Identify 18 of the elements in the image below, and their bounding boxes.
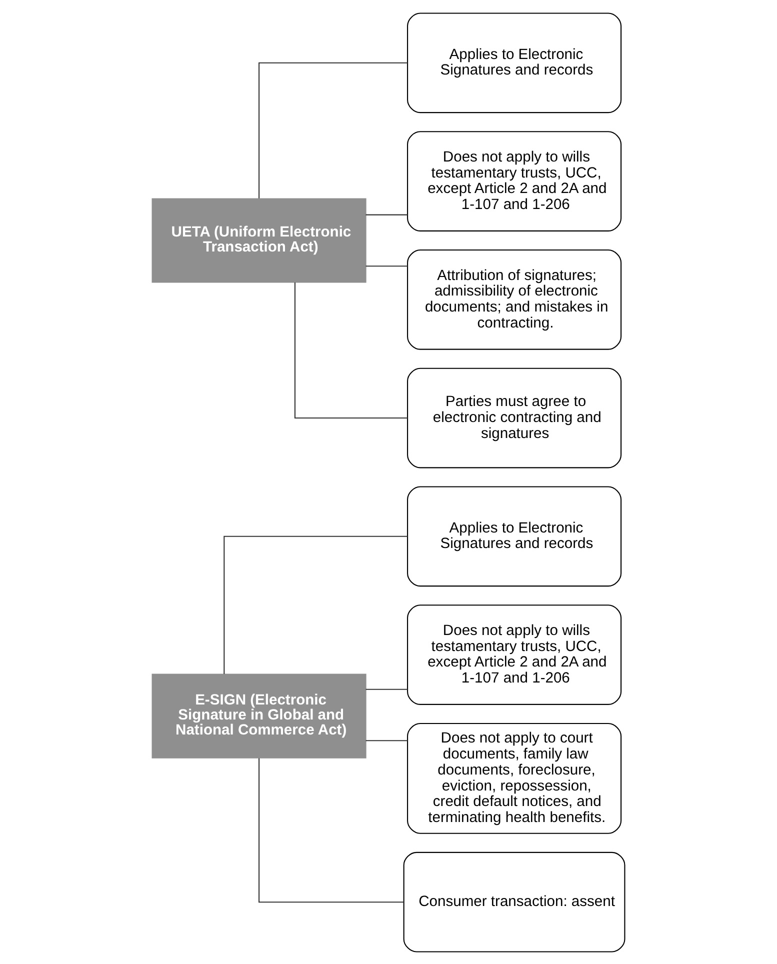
node-box: Does not apply to wills testamentary trusts, UCC, except Article 2 and 2A and 1-107 and 1-206 <box>407 604 622 704</box>
node-box: Consumer transaction: assent <box>403 851 626 952</box>
node-box: UETA (Uniform Electronic Transaction Act) <box>152 198 366 282</box>
connector <box>258 62 408 198</box>
connector <box>366 214 408 215</box>
node-box: E-SIGN (Electronic Signature in Global and National Commerce Act) <box>152 673 366 758</box>
node-box: Applies to Electronic Signatures and records <box>407 486 622 586</box>
node-box: Does not apply to wills testamentary trusts, UCC, except Article 2 and 2A and 1-107 and 1-206 <box>407 130 622 231</box>
node-box: Attribution of signatures; admissibility of electronic documents; and mistakes in contracting. <box>407 248 622 350</box>
node-box: Parties must agree to electronic contracting and signatures <box>407 367 622 468</box>
connector <box>366 740 408 741</box>
connector <box>366 265 408 266</box>
connector <box>366 688 408 690</box>
node-box: Does not apply to court documents, family law documents, foreclosure, eviction, repossession, credit default notices, and terminating health benefits. <box>407 722 622 834</box>
node-box: Applies to Electronic Signatures and records <box>407 12 622 113</box>
connector <box>258 758 404 902</box>
connector <box>294 282 408 418</box>
connector <box>224 535 408 674</box>
